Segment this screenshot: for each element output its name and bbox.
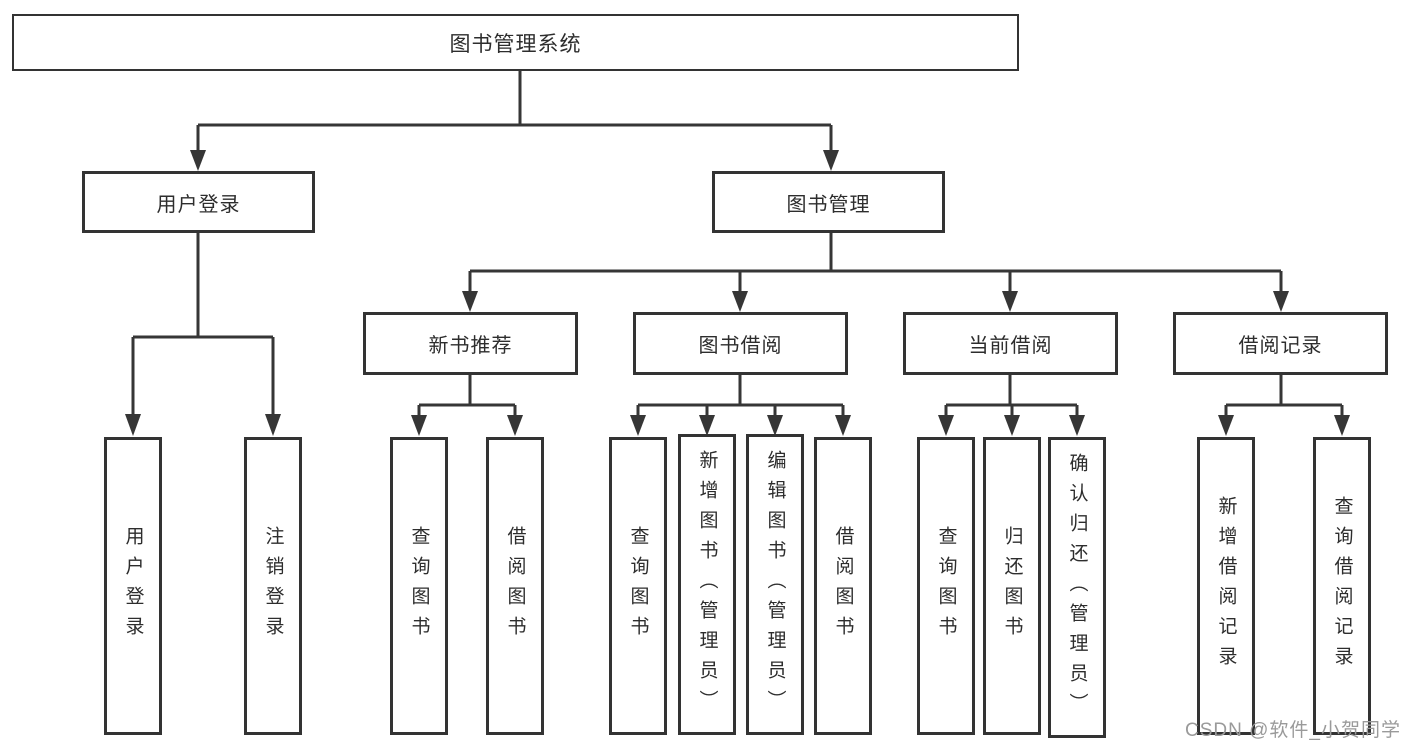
- node-user-login: 用户登录: [82, 171, 315, 233]
- arrow-down-icon: [507, 415, 523, 436]
- leaf-add-borrow-record: 新增借阅记录: [1197, 437, 1255, 735]
- leaf-query-books-current: 查询图书: [917, 437, 975, 735]
- leaf-edit-books-admin: 编辑图书（管理员）: [746, 434, 804, 735]
- leaf-query-books-borrow: 查询图书: [609, 437, 667, 735]
- leaf-borrow-books-recommend: 借阅图书: [486, 437, 544, 735]
- leaf-borrow-books: 借阅图书: [814, 437, 872, 735]
- arrow-down-icon: [265, 414, 281, 436]
- leaf-confirm-return-admin-label: 确认归还（管理员）: [1066, 452, 1088, 723]
- leaf-query-books-recommend-label: 查询图书: [408, 526, 430, 646]
- node-book-management-label: 图书管理: [786, 193, 871, 216]
- leaf-return-books: 归还图书: [983, 437, 1041, 735]
- leaf-query-borrow-record-label: 查询借阅记录: [1331, 496, 1353, 676]
- arrow-down-icon: [699, 415, 715, 436]
- node-current-borrow: 当前借阅: [903, 312, 1118, 375]
- connector-book-borrow: [636, 375, 845, 417]
- connector-root: [196, 70, 833, 152]
- leaf-borrow-books-label: 借阅图书: [832, 526, 854, 646]
- node-root: 图书管理系统: [12, 14, 1019, 71]
- connector-user-login: [131, 233, 275, 416]
- leaf-query-books-recommend: 查询图书: [390, 437, 448, 735]
- node-new-book-recommend: 新书推荐: [363, 312, 578, 375]
- leaf-add-books-admin: 新增图书（管理员）: [678, 434, 736, 735]
- arrow-down-icon: [938, 415, 954, 436]
- arrow-down-icon: [125, 414, 141, 436]
- leaf-logout-label: 注销登录: [262, 526, 284, 646]
- arrow-down-icon: [732, 291, 748, 312]
- arrow-down-icon: [1273, 291, 1289, 312]
- connector-current-borrow: [944, 375, 1079, 417]
- leaf-query-borrow-record: 查询借阅记录: [1313, 437, 1371, 735]
- leaf-user-login-label: 用户登录: [122, 526, 144, 646]
- arrow-down-icon: [1218, 415, 1234, 436]
- leaf-query-books-current-label: 查询图书: [935, 526, 957, 646]
- connector-book-management: [468, 233, 1283, 292]
- node-book-borrow: 图书借阅: [633, 312, 848, 375]
- leaf-confirm-return-admin: 确认归还（管理员）: [1048, 437, 1106, 738]
- node-new-book-recommend-label: 新书推荐: [428, 335, 513, 357]
- arrow-down-icon: [630, 415, 646, 436]
- connector-lines: [131, 70, 1344, 417]
- arrow-down-icon: [823, 150, 839, 171]
- leaf-query-books-borrow-label: 查询图书: [627, 526, 649, 646]
- arrow-down-icon: [767, 415, 783, 436]
- arrow-down-icon: [835, 415, 851, 436]
- leaf-logout: 注销登录: [244, 437, 302, 735]
- leaf-borrow-books-recommend-label: 借阅图书: [504, 526, 526, 646]
- leaf-add-books-admin-label: 新增图书（管理员）: [696, 449, 718, 720]
- arrowheads: [125, 150, 1350, 436]
- arrow-down-icon: [1004, 415, 1020, 436]
- leaf-add-borrow-record-label: 新增借阅记录: [1215, 496, 1237, 676]
- node-borrow-records: 借阅记录: [1173, 312, 1388, 375]
- node-current-borrow-label: 当前借阅: [968, 335, 1053, 357]
- connector-borrow-records: [1224, 375, 1344, 417]
- node-book-management: 图书管理: [712, 171, 945, 233]
- leaf-edit-books-admin-label: 编辑图书（管理员）: [764, 449, 786, 720]
- node-book-borrow-label: 图书借阅: [698, 335, 783, 357]
- node-user-login-label: 用户登录: [156, 193, 241, 216]
- leaf-return-books-label: 归还图书: [1001, 526, 1023, 646]
- node-root-label: 图书管理系统: [449, 32, 582, 56]
- arrow-down-icon: [462, 291, 478, 312]
- leaf-user-login: 用户登录: [104, 437, 162, 735]
- node-borrow-records-label: 借阅记录: [1238, 335, 1323, 357]
- arrow-down-icon: [1069, 415, 1085, 436]
- arrow-down-icon: [411, 415, 427, 436]
- arrow-down-icon: [1334, 415, 1350, 436]
- connector-new-book-recommend: [417, 375, 517, 417]
- arrow-down-icon: [1002, 291, 1018, 312]
- arrow-down-icon: [190, 150, 206, 171]
